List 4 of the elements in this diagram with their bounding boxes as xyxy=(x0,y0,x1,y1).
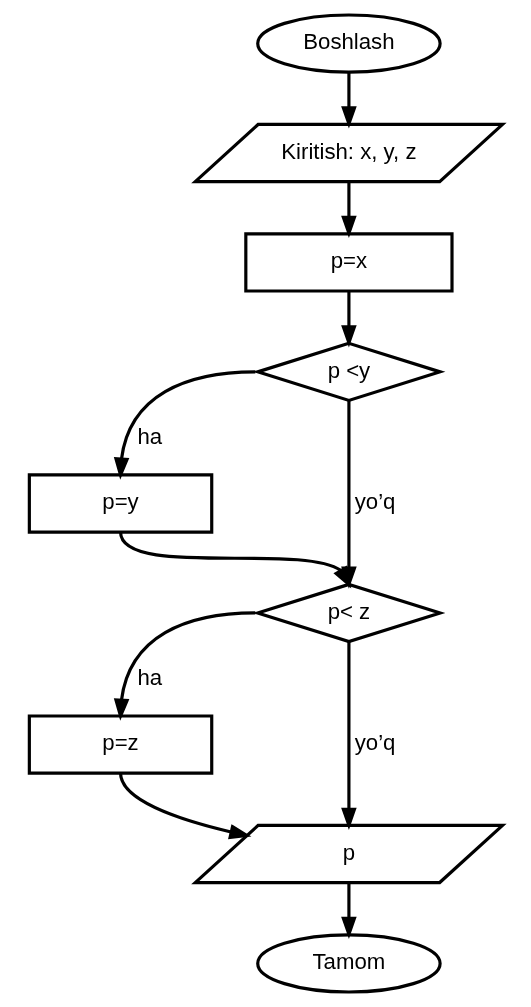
edge-label: yo’q xyxy=(354,730,395,756)
edge-label: yo’q xyxy=(354,489,395,515)
edge-label: ha xyxy=(137,664,162,690)
edge-label: ha xyxy=(137,423,162,449)
